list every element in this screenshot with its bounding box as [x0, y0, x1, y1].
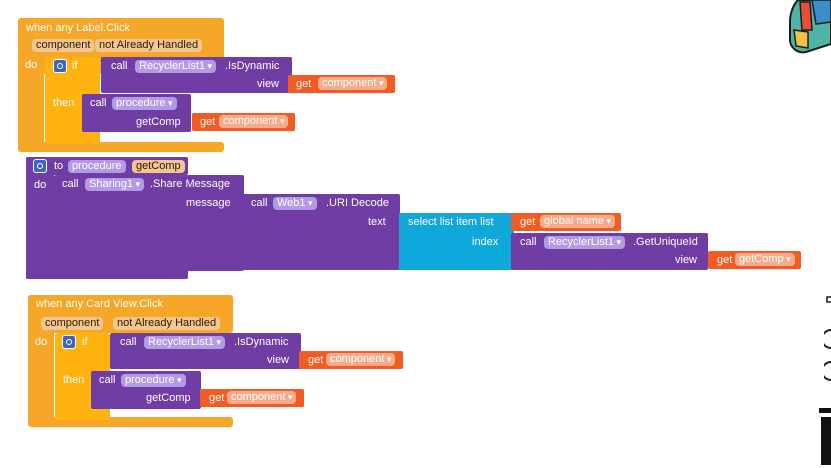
event-title: when any Card View.Click	[36, 298, 163, 310]
procedure-name-field[interactable]: procedure	[68, 160, 126, 173]
variable-dropdown-component[interactable]: component	[219, 115, 289, 128]
call-keyword: call	[120, 336, 137, 348]
index-socket-label: index	[472, 236, 499, 248]
call-isdynamic-block[interactable]: call RecyclerList1 .IsDynamic view	[110, 333, 301, 369]
event-block-label-click[interactable]: when any Label.Click component not Alrea…	[18, 18, 224, 152]
get-component-block[interactable]: get component	[192, 113, 295, 131]
to-keyword: to	[54, 160, 64, 172]
call-keyword: call	[111, 60, 128, 72]
procedure-param-getcomp[interactable]: getComp	[132, 160, 185, 173]
get-keyword: get	[520, 216, 536, 228]
get-component-block[interactable]: get component	[299, 351, 403, 369]
get-keyword: get	[308, 354, 324, 366]
event-param-component[interactable]: component	[41, 317, 104, 330]
get-global-name-block[interactable]: get global name	[511, 213, 621, 231]
call-keyword: call	[99, 374, 116, 386]
event-param-component[interactable]: component	[32, 39, 95, 52]
procedure-spine	[26, 157, 54, 279]
mutator-gear-icon[interactable]	[62, 335, 76, 349]
then-label: then	[63, 374, 85, 386]
text-socket-label: text	[368, 216, 386, 228]
call-keyword: call	[251, 197, 268, 209]
method-name: .IsDynamic	[225, 60, 280, 72]
getcomp-arg-label: getComp	[136, 116, 181, 128]
do-label: do	[25, 59, 38, 71]
zoom-out-icon[interactable]	[821, 360, 831, 382]
do-label: do	[35, 336, 48, 348]
call-keyword: call	[90, 97, 107, 109]
event-block-card-view-click[interactable]: when any Card View.Click component not A…	[28, 295, 233, 427]
call-procedure-block[interactable]: call procedure getComp	[82, 94, 191, 132]
select-list-item-label: select list item list	[408, 216, 494, 228]
procedure-dropdown[interactable]: procedure	[112, 97, 177, 110]
trash-can-icon[interactable]	[818, 406, 831, 465]
event-param-not-already-handled[interactable]: not Already Handled	[95, 39, 203, 52]
event-param-not-already-handled[interactable]: not Already Handled	[113, 317, 221, 330]
do-label: do	[34, 179, 47, 191]
get-keyword: get	[200, 116, 216, 128]
procedure-dropdown[interactable]: procedure	[121, 374, 186, 387]
variable-dropdown-component[interactable]: component	[318, 77, 388, 90]
component-dropdown-web1[interactable]: Web1	[273, 197, 317, 210]
call-keyword: call	[520, 236, 537, 248]
message-socket-label: message	[186, 197, 231, 209]
call-share-message-block[interactable]: call Sharing1 .Share Message message	[54, 175, 244, 271]
view-socket-label: view	[675, 254, 698, 266]
zoom-in-icon[interactable]	[821, 328, 831, 350]
zoom-reset-icon[interactable]	[824, 296, 831, 308]
component-dropdown-recyclerlist1[interactable]: RecyclerList1	[135, 60, 217, 73]
component-dropdown-recyclerlist1[interactable]: RecyclerList1	[144, 336, 226, 349]
view-socket-label: view	[257, 78, 280, 90]
backpack-icon[interactable]	[788, 0, 831, 56]
event-title: when any Label.Click	[26, 22, 130, 34]
get-keyword: get	[717, 254, 733, 266]
component-dropdown-recyclerlist1[interactable]: RecyclerList1	[544, 236, 626, 249]
getcomp-arg-label: getComp	[146, 392, 191, 404]
then-label: then	[53, 97, 75, 109]
variable-dropdown-getcomp[interactable]: getComp	[735, 253, 795, 266]
select-list-item-block[interactable]: select list item list index	[399, 213, 514, 270]
call-isdynamic-block[interactable]: call RecyclerList1 .IsDynamic view	[101, 57, 292, 93]
method-name: .Share Message	[150, 178, 231, 190]
procedure-definition-block[interactable]: to procedure getComp do	[26, 157, 188, 279]
if-label: if	[82, 336, 88, 348]
call-getuniqueid-block[interactable]: call RecyclerList1 .GetUniqueId view	[511, 233, 708, 270]
component-dropdown-sharing1[interactable]: Sharing1	[85, 178, 145, 191]
variable-dropdown-global-name[interactable]: global name	[540, 215, 615, 228]
method-name: .IsDynamic	[234, 336, 289, 348]
get-component-block[interactable]: get component	[200, 389, 304, 407]
call-uri-decode-block[interactable]: call Web1 .URI Decode text	[242, 194, 400, 270]
variable-dropdown-component[interactable]: component	[326, 353, 396, 366]
get-keyword: get	[209, 392, 225, 404]
event-block-spine	[28, 295, 54, 427]
get-getcomp-block[interactable]: get getComp	[708, 251, 801, 269]
event-block-footer	[28, 417, 233, 427]
mutator-gear-icon[interactable]	[33, 159, 47, 173]
procedure-footer	[26, 269, 188, 279]
if-label: if	[72, 60, 78, 72]
mutator-gear-icon[interactable]	[53, 59, 67, 73]
method-name: .GetUniqueId	[633, 236, 698, 248]
get-keyword: get	[296, 78, 312, 90]
get-component-block[interactable]: get component	[288, 75, 395, 93]
method-name: .URI Decode	[326, 197, 389, 209]
view-socket-label: view	[267, 354, 290, 366]
variable-dropdown-component[interactable]: component	[227, 391, 297, 404]
event-block-footer	[18, 142, 224, 152]
call-keyword: call	[62, 178, 79, 190]
call-procedure-block[interactable]: call procedure getComp	[91, 371, 201, 409]
